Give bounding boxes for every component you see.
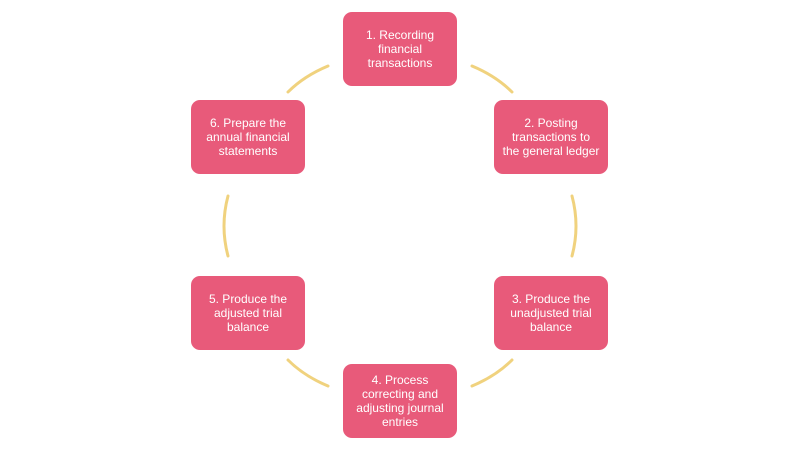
connector-6-1 [286,64,330,94]
step-6-annual-financial-statements: 6. Prepare the annual financial statemen… [191,100,305,174]
step-1-label: 1. Recording financial transactions [365,28,435,70]
connector-5-6 [222,194,230,258]
step-2-posting-to-general-ledger: 2. Posting transactions to the general l… [494,100,608,174]
step-1-recording-financial-transactions: 1. Recording financial transactions [343,12,457,86]
connector-4-5 [286,358,330,388]
step-3-unadjusted-trial-balance: 3. Produce the unadjusted trial balance [494,276,608,350]
step-6-label: 6. Prepare the annual financial statemen… [206,116,290,158]
step-2-label: 2. Posting transactions to the general l… [502,116,600,158]
step-3-label: 3. Produce the unadjusted trial balance [510,292,592,334]
connector-1-2 [470,64,514,94]
step-4-label: 4. Process correcting and adjusting jour… [356,373,444,429]
step-4-correcting-adjusting-entries: 4. Process correcting and adjusting jour… [343,364,457,438]
connector-3-4 [470,358,514,388]
connector-2-3 [570,194,578,258]
step-5-label: 5. Produce the adjusted trial balance [208,292,288,334]
step-5-adjusted-trial-balance: 5. Produce the adjusted trial balance [191,276,305,350]
